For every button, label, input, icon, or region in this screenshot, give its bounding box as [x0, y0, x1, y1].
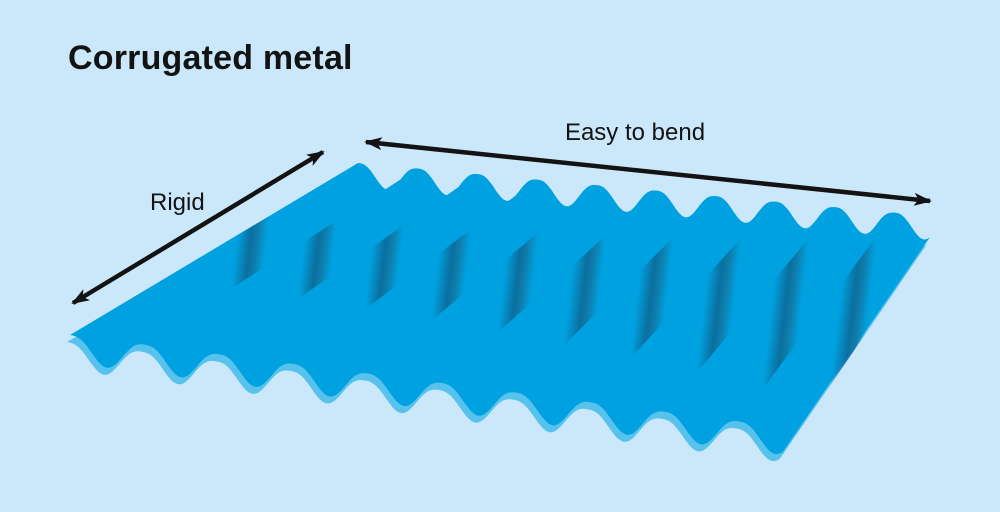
rigid-arrow-line: [71, 150, 325, 305]
easy-to-bend-arrow: [364, 137, 932, 206]
rigid-label: Rigid: [150, 189, 205, 216]
easy-to-bend-arrow-line: [364, 137, 932, 206]
sheet-strip: [664, 207, 903, 445]
sheet-strip: [218, 174, 546, 387]
sheet-strip: [441, 190, 725, 416]
sheet-strip: [738, 212, 930, 455]
sheet-strip: [367, 185, 665, 407]
rigid-arrow: [71, 150, 325, 305]
sheet-strip: [292, 179, 605, 397]
sheet-strip: [589, 201, 844, 435]
page-title: Corrugated metal: [68, 39, 353, 77]
easy-to-bend-label: Easy to bend: [564, 119, 706, 146]
sheet-strip: [515, 196, 784, 426]
